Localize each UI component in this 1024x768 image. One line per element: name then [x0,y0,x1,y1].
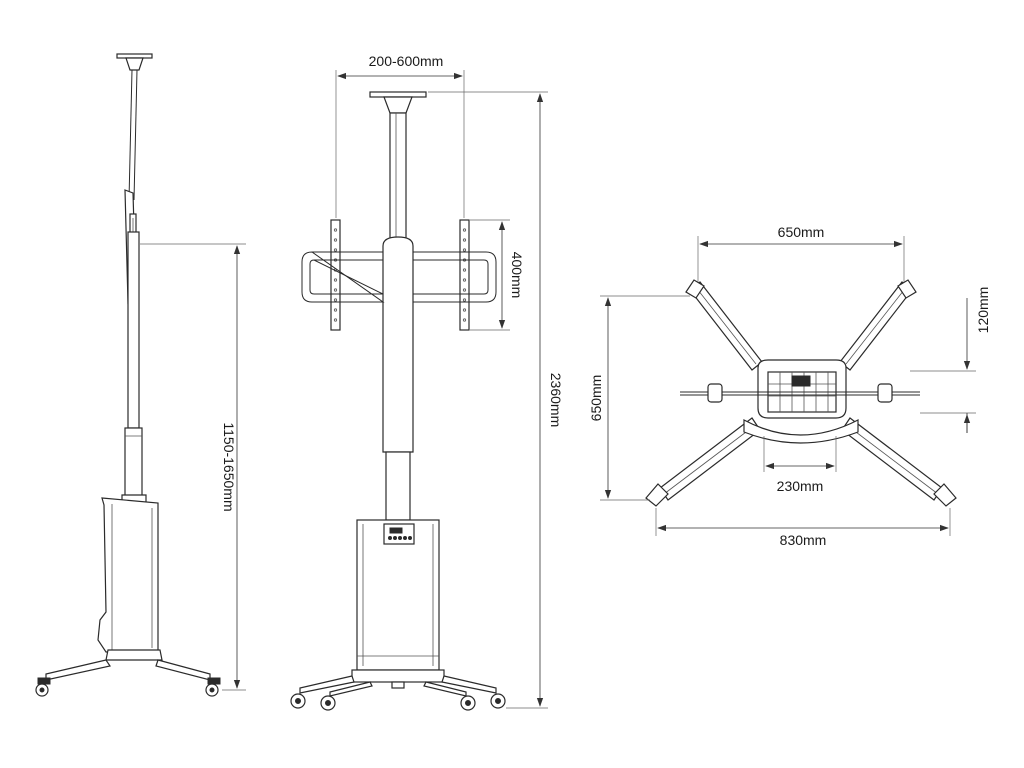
adjust-height-label: 1150-1650mm [221,422,237,511]
total-height-label: 2360mm [548,373,564,427]
vesa-height-label: 400mm [509,252,525,299]
top-view: 650mm 120mm 650mm 230mm 830mm [588,224,991,548]
front-view: 200-600mm 400mm 2360mm [290,53,564,711]
base-depth-label: 650mm [588,375,604,422]
column-width-label: 230mm [777,478,824,494]
side-view: 1150-1650mm [35,53,246,697]
arm-offset-label: 120mm [975,287,991,334]
arm-width-label: 650mm [778,224,825,240]
vesa-width-label: 200-600mm [369,53,444,69]
base-width-label: 830mm [780,532,827,548]
